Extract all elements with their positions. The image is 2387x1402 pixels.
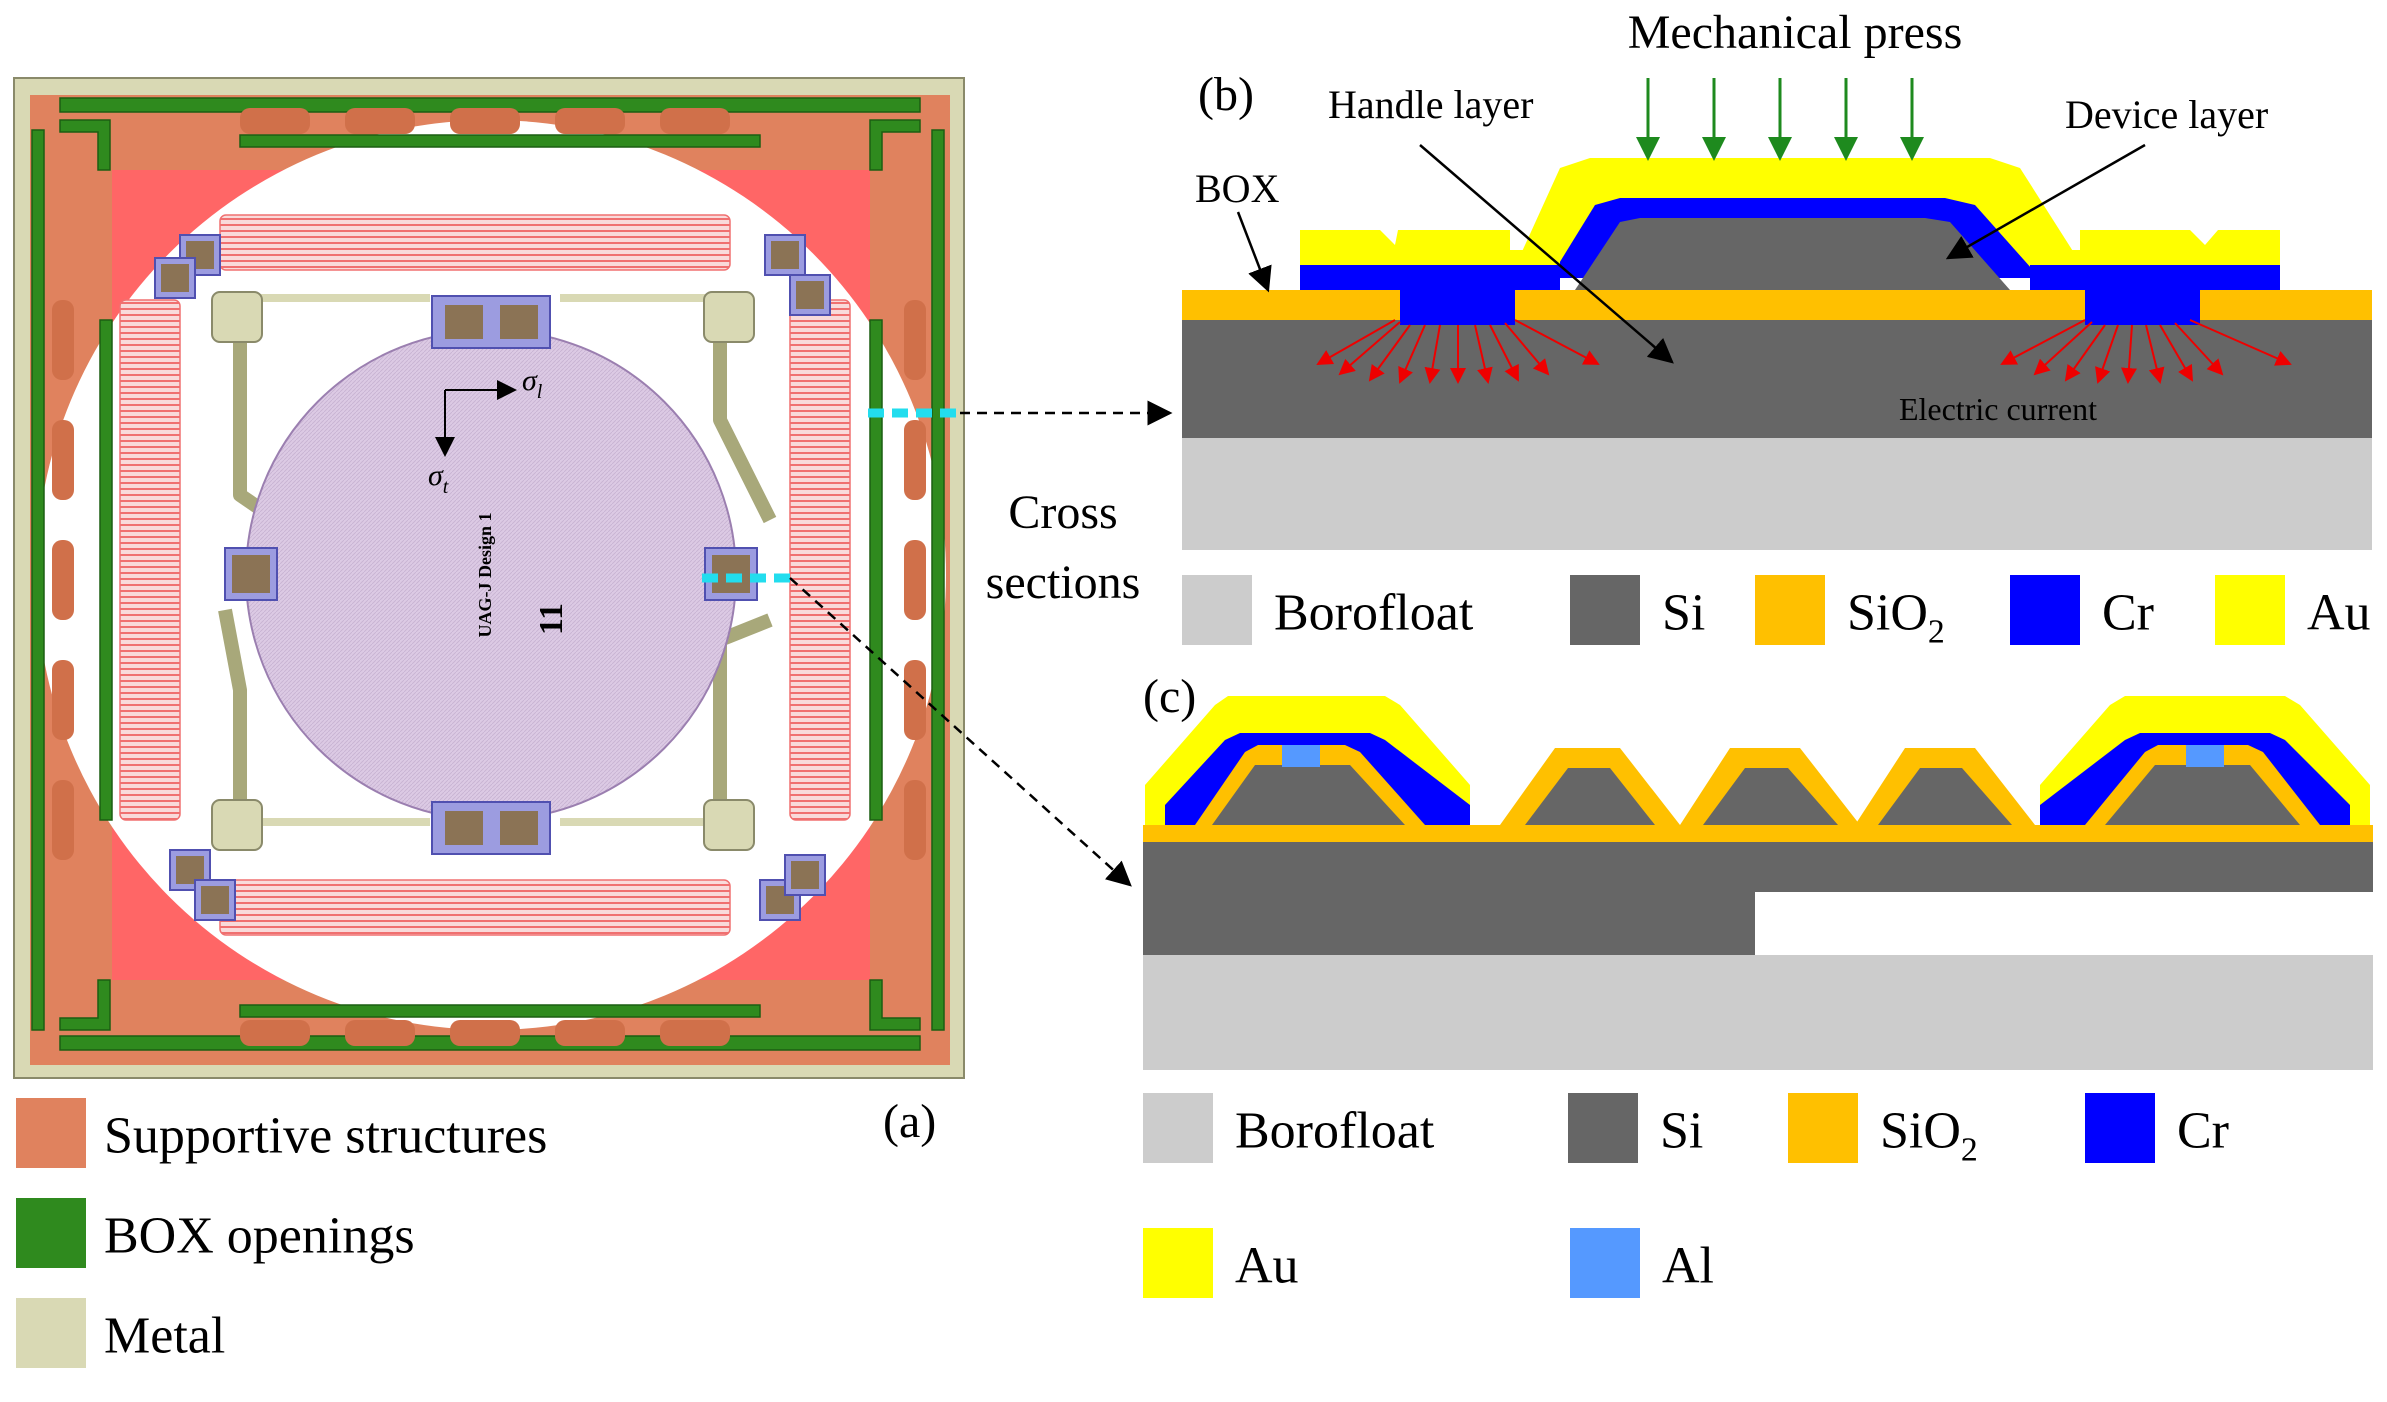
c-al-right: [2186, 745, 2224, 767]
device-layer-pointer: [1945, 143, 2146, 260]
legend-b: Borofloat Si SiO2 Cr Au: [1182, 575, 2371, 651]
legend-label: Al: [1662, 1238, 1714, 1295]
b-au-right-cap: [2030, 250, 2280, 265]
cross-sections-line1: Cross: [1008, 486, 1117, 539]
c-mesa-3-si: [1878, 768, 2012, 825]
legend-swatch: [2215, 575, 2285, 645]
legend-swatch: [1182, 575, 1252, 645]
chip-id-text: UAG-J Design 1: [475, 513, 495, 638]
box-pointer: [1236, 211, 1272, 293]
legend-swatch: [1143, 1093, 1213, 1163]
sigma-t-label: σt: [428, 459, 449, 498]
legend-label: BOX openings: [104, 1208, 415, 1265]
legend-label: SiO2: [1847, 585, 1945, 651]
legend-swatch: [1570, 575, 1640, 645]
cross-section-c: (c): [1143, 670, 2373, 1070]
b-au-left-cap: [1300, 250, 1560, 265]
cross-sections-line2: sections: [986, 556, 1141, 609]
legend-swatch: [1568, 1093, 1638, 1163]
handle-layer-label: Handle layer: [1328, 82, 1533, 127]
resistor-meanders: [119, 214, 851, 936]
layout-view: UAG-J Design 1 11: [13, 77, 965, 1148]
b-contact-left: [1400, 282, 1515, 325]
legend-label: Metal: [104, 1308, 225, 1365]
device-layer-label: Device layer: [2065, 92, 2268, 137]
c-sio2: [1143, 825, 2373, 842]
metal-trace-frame: [250, 294, 720, 826]
electric-current-label: Electric current: [1899, 391, 2097, 427]
legend-label: Cr: [2177, 1103, 2229, 1160]
c-si-right: [2105, 765, 2300, 825]
c-si-handle-lower: [1143, 892, 1755, 955]
sigma-l-label: σl: [522, 364, 543, 403]
legend-swatch: [16, 1298, 86, 1368]
legend-label: Si: [1660, 1103, 1703, 1160]
legend-label: Borofloat: [1274, 585, 1474, 642]
press-arrows: [1636, 78, 1924, 161]
c-al-left: [1282, 745, 1320, 767]
supportive-tabs: [52, 108, 926, 1046]
cross-section-b: Electric current Mechanical press Handle…: [1182, 6, 2372, 550]
panel-b-label: (b): [1198, 68, 1254, 121]
b-contact-right: [2085, 282, 2200, 325]
legend-swatch: [2085, 1093, 2155, 1163]
legend-swatch: [2010, 575, 2080, 645]
current-arrows: [1316, 319, 2292, 384]
c-si-left: [1212, 765, 1405, 825]
legend-label: Au: [1235, 1238, 1299, 1295]
box-label: BOX: [1195, 166, 1280, 211]
legend-label: Cr: [2102, 585, 2154, 642]
b-si-mesa: [1575, 218, 2010, 290]
b-au-right: [2080, 230, 2280, 250]
c-mesa-1-si: [1525, 768, 1655, 825]
legend-label: Supportive structures: [104, 1108, 547, 1165]
c-mesa-2-si: [1703, 768, 1838, 825]
legend-swatch: [1570, 1228, 1640, 1298]
b-borofloat: [1182, 438, 2372, 550]
legend-label: Au: [2307, 585, 2371, 642]
b-si-handle: [1182, 320, 2372, 438]
legend-label: Si: [1662, 585, 1705, 642]
metal-corner-pads: [211, 291, 755, 851]
chip-number-text: 11: [533, 603, 570, 635]
c-borofloat: [1143, 955, 2373, 1070]
c-si-handle: [1143, 842, 2373, 892]
legend-label: SiO2: [1880, 1103, 1978, 1169]
legend-swatch: [1788, 1093, 1858, 1163]
legend-swatch: [1755, 575, 1825, 645]
legend-swatch: [16, 1198, 86, 1268]
legend-swatch: [1143, 1228, 1213, 1298]
b-au-left: [1300, 230, 1510, 250]
handle-layer-pointer: [1419, 144, 1674, 364]
connector-to-c: [789, 577, 1132, 887]
panel-c-label: (c): [1143, 670, 1196, 723]
stress-axes: [435, 380, 517, 457]
legend-label: Borofloat: [1235, 1103, 1435, 1160]
panel-a-label: (a): [883, 1095, 936, 1148]
mechanical-press-label: Mechanical press: [1628, 6, 1963, 59]
legend-swatch: [16, 1098, 86, 1168]
